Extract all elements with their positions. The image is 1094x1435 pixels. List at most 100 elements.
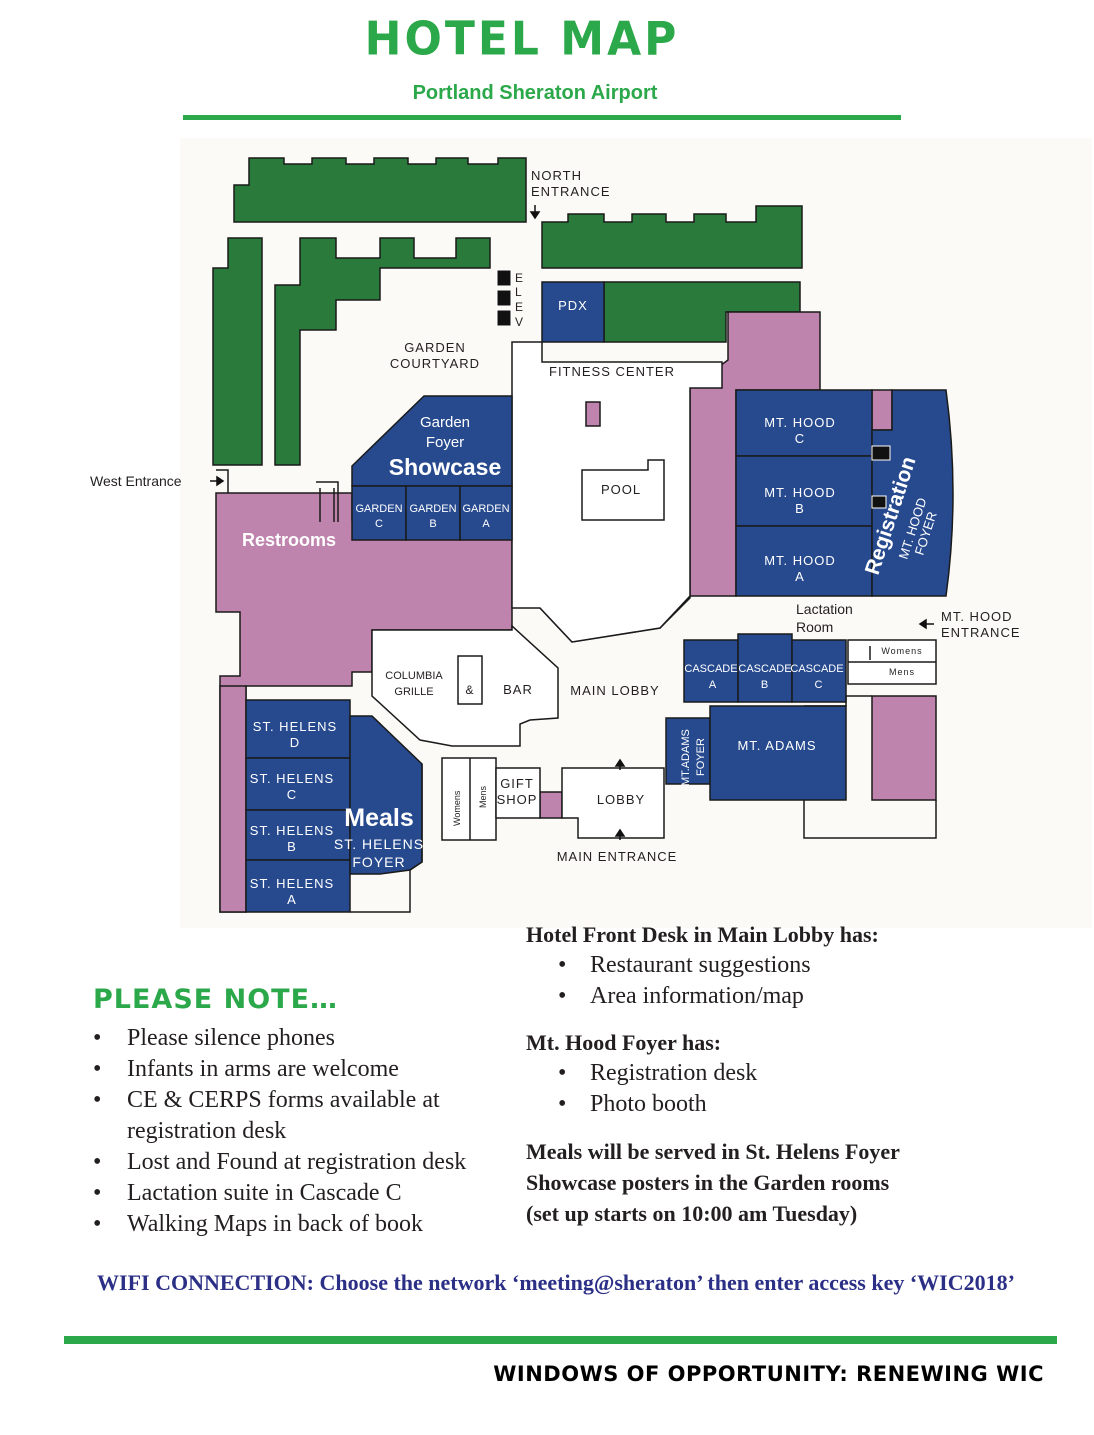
elev-label-l: L [515, 285, 523, 299]
northeast-wing [541, 205, 803, 269]
lobby-label: LOBBY [597, 792, 645, 807]
registration-pink-block [871, 389, 893, 431]
lactation-room-label-1: Lactation [796, 601, 853, 617]
garden-b-label-1: GARDEN [409, 503, 456, 515]
list-item: Infants in arms are welcome [93, 1054, 513, 1085]
elev-label-e2: E [515, 300, 524, 314]
lactation-room-label-2: Room [796, 619, 833, 635]
list-item: Lost and Found at registration desk [93, 1147, 513, 1178]
gift-shop-label-1: GIFT [500, 776, 534, 791]
womens-restroom-south-label: Womens [452, 790, 462, 826]
list-item: Photo booth [526, 1089, 1046, 1120]
columbia-grille-label-2: GRILLE [394, 686, 433, 698]
meals-note: Meals will be served in St. Helens Foyer [526, 1139, 900, 1164]
mt-adams-foyer-room [665, 717, 711, 785]
restrooms-label: Restrooms [242, 530, 336, 550]
front-desk-section: Hotel Front Desk in Main Lobby has: Rest… [526, 922, 1046, 1012]
northwest-inner-wing [274, 237, 491, 466]
mt-hood-entrance-label-1: MT. HOOD [941, 609, 1013, 624]
womens-restroom-east-label: Womens [881, 646, 922, 656]
garden-courtyard-label-1: GARDEN [404, 340, 466, 355]
mt-hood-a-label-2: A [795, 569, 805, 584]
garden-c-label-1: GARDEN [355, 503, 402, 515]
showcase-note: Showcase posters in the Garden rooms [526, 1170, 890, 1195]
front-desk-list: Restaurant suggestions Area information/… [526, 950, 1046, 1012]
elevators [496, 269, 891, 509]
mt-hood-b-label-2: B [795, 501, 805, 516]
list-item: Lactation suite in Cascade C [93, 1178, 513, 1209]
garden-c-label-2: C [375, 518, 383, 530]
north-wing [233, 157, 527, 223]
cascade-a-label-2: A [709, 679, 717, 691]
st-helens-a-room [245, 859, 351, 913]
north-entrance-label-2: ENTRANCE [531, 184, 611, 199]
mt-hood-b-room [735, 455, 873, 527]
pdx-room [541, 281, 605, 343]
garden-c-room [351, 485, 407, 541]
wifi-info: WIFI CONNECTION: Choose the network ‘mee… [97, 1270, 1015, 1295]
mt-adams-foyer-label-1: MT.ADAMS [680, 729, 692, 786]
gift-shop-label-2: SHOP [497, 792, 538, 807]
map-arrows [210, 205, 934, 840]
page-title: HOTEL MAP [364, 12, 680, 67]
st-helens-a-label-2: A [287, 892, 297, 907]
southeast-pink-block [871, 695, 937, 801]
st-helens-d-label-1: ST. HELENS [253, 719, 337, 734]
please-note-list: Please silence phones Infants in arms ar… [93, 1023, 513, 1240]
mt-hood-foyer-list: Registration desk Photo booth [526, 1058, 1046, 1120]
setup-note: (set up starts on 10:00 am Tuesday) [526, 1201, 858, 1226]
mt-hood-a-room [735, 525, 873, 597]
list-item: Walking Maps in back of book [93, 1209, 513, 1240]
west-wing [212, 237, 263, 466]
map-outlines [216, 469, 937, 913]
west-entrance-label: West Entrance [90, 473, 182, 489]
top-divider [183, 115, 901, 120]
mens-restroom-east-label: Mens [889, 667, 915, 677]
mt-hood-a-label-1: MT. HOOD [764, 553, 836, 568]
please-note-heading: PLEASE NOTE… [93, 984, 339, 1015]
mt-hood-foyer-section: Mt. Hood Foyer has: Registration desk Ph… [526, 1030, 1046, 1120]
garden-b-room [405, 485, 461, 541]
mt-hood-c-label-1: MT. HOOD [764, 415, 836, 430]
west-south-strip [219, 685, 247, 913]
st-helens-c-room [245, 757, 351, 811]
mt-adams-room [709, 705, 847, 801]
elev-label-e1: E [515, 271, 524, 285]
pool-label: POOL [601, 482, 641, 497]
columbia-grille-label-1: COLUMBIA [385, 670, 443, 682]
list-item: Please silence phones [93, 1023, 513, 1054]
list-item: CE & CERPS forms available at registrati… [93, 1085, 513, 1147]
st-helens-b-room [245, 809, 351, 861]
garden-foyer-label-2: Foyer [426, 434, 464, 451]
st-helens-foyer-label-1: ST. HELENS [334, 836, 424, 852]
pool [581, 459, 665, 521]
giftshop-pink-block [539, 791, 563, 819]
garden-b-label-2: B [429, 518, 436, 530]
garden-a-room [459, 485, 513, 541]
guest-room-wings [212, 157, 803, 466]
main-lobby-label: MAIN LOBBY [570, 683, 659, 698]
garden-a-label-2: A [482, 518, 490, 530]
cascade-c-label-1: CASCADE [790, 663, 843, 675]
mt-adams-foyer-label-2: FOYER [695, 738, 707, 776]
st-helens-b-label-2: B [287, 839, 297, 854]
bottom-divider [64, 1336, 1057, 1344]
cascade-c-room [791, 639, 847, 703]
cascade-b-label-1: CASCADE [738, 663, 791, 675]
north-entrance-label-1: NORTH [531, 168, 582, 183]
mt-hood-foyer-room [871, 389, 954, 597]
list-item: Registration desk [526, 1058, 1046, 1089]
main-entrance-label: MAIN ENTRANCE [557, 849, 678, 864]
list-item: Restaurant suggestions [526, 950, 1046, 981]
cascade-a-room [683, 639, 739, 703]
cascade-b-label-2: B [761, 679, 769, 691]
mens-restroom-south-label: Mens [478, 785, 488, 808]
bar-label: BAR [503, 682, 533, 697]
meeting-rooms [245, 281, 954, 913]
cascade-b-room [737, 633, 793, 703]
list-item: Area information/map [526, 981, 1046, 1012]
front-desk-heading: Hotel Front Desk in Main Lobby has: [526, 922, 879, 947]
garden-foyer-room [351, 395, 513, 487]
page-subtitle: Portland Sheraton Airport [412, 82, 658, 104]
